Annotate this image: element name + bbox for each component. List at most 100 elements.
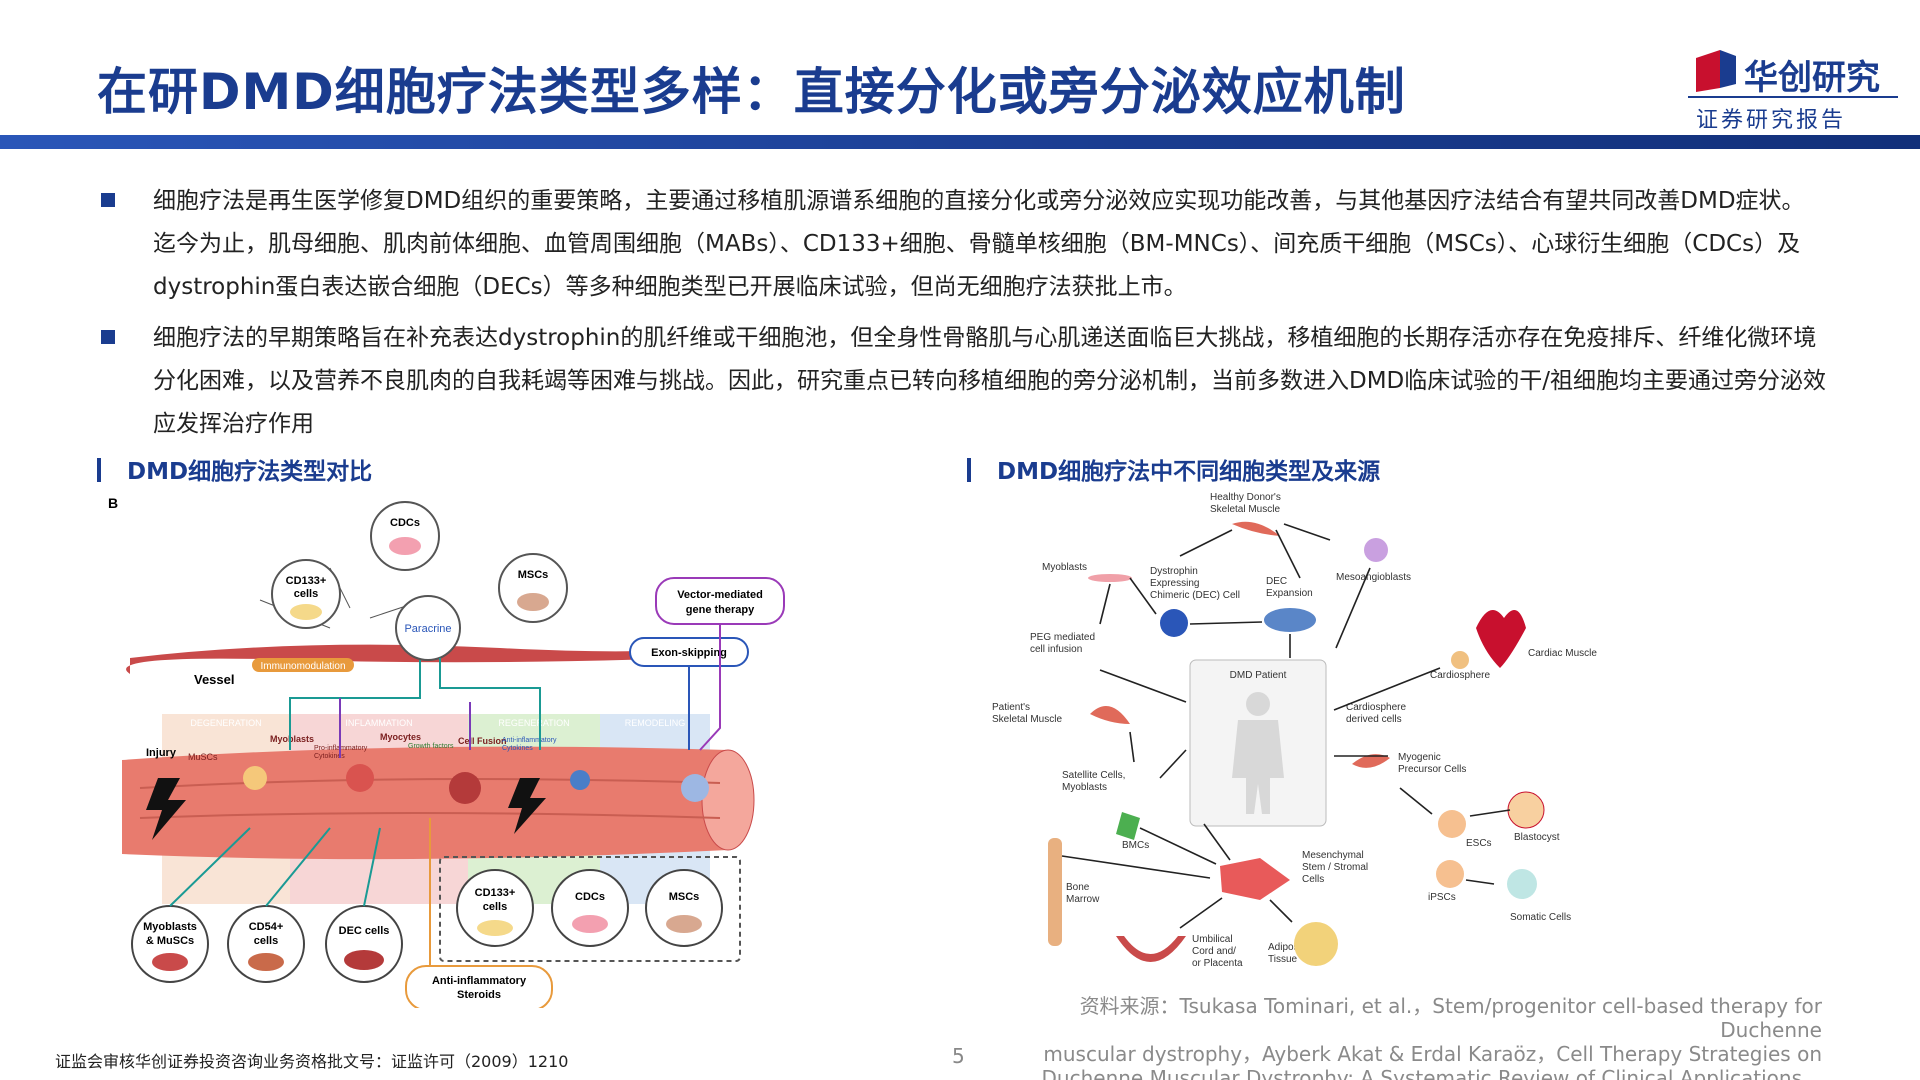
myoblast-icon	[1088, 574, 1132, 582]
page-number: 5	[952, 1044, 965, 1068]
callout-label: Vector-mediated	[677, 589, 763, 601]
fig-label: BMCs	[1122, 840, 1149, 851]
cells-icon	[290, 604, 322, 620]
section-bar-icon	[97, 458, 101, 482]
section-title-left: DMD细胞疗法类型对比	[97, 452, 372, 486]
fig-label: Satellite Cells,	[1062, 770, 1125, 781]
cell-cluster	[570, 770, 590, 790]
fig-label: Healthy Donor's	[1210, 492, 1281, 503]
node-label: Paracrine	[404, 623, 451, 635]
immuno-badge	[252, 658, 354, 672]
fig-label: Myogenic	[1398, 752, 1441, 763]
fig-label: PEG mediated	[1030, 632, 1095, 643]
fig-label: Cardiosphere	[1430, 670, 1490, 681]
fig-label: Tissue	[1268, 954, 1298, 965]
node-label: MSCs	[518, 569, 549, 581]
cardiosphere-icon	[1451, 651, 1469, 669]
node-label: cells	[254, 935, 278, 947]
cell-cluster	[346, 764, 374, 792]
fig-label: Adipose	[1268, 942, 1305, 953]
link-line	[439, 658, 541, 750]
dec-cell-icon	[1160, 609, 1188, 637]
cells-icon	[389, 537, 421, 555]
stage-label: REMODELING	[625, 718, 686, 728]
stage-label: REGENERATION	[498, 718, 569, 728]
growth-label: Growth factors	[408, 743, 454, 750]
fig-label: ESCs	[1466, 838, 1492, 849]
muscle-fiber-end	[701, 749, 755, 851]
antiinf-label: Cytokines	[502, 745, 533, 752]
fusion-label: Cell Fusion	[458, 736, 507, 746]
adipose-icon	[1294, 922, 1338, 966]
license-footer: 证监会审核华创证券投资咨询业务资格批文号：证监许可（2009）1210	[55, 1052, 569, 1071]
myoblasts-label: Myoblasts	[270, 734, 314, 744]
proinf-label: Cytokines	[314, 753, 345, 760]
muscle-icon	[1232, 521, 1280, 536]
immuno-label: Immunomodulation	[260, 661, 345, 672]
node-label: CDCs	[575, 891, 605, 903]
ipsc-icon	[1436, 860, 1464, 888]
fig-label: or Placenta	[1192, 958, 1243, 969]
bullet-text: 细胞疗法是再生医学修复DMD组织的重要策略，主要通过移植肌源谱系细胞的直接分化或…	[153, 188, 1805, 300]
bullet-list: 细胞疗法是再生医学修复DMD组织的重要策略，主要通过移植肌源谱系细胞的直接分化或…	[97, 180, 1827, 454]
brand-logo: 华创研究 证券研究报告	[1688, 46, 1898, 133]
fig-label: Blastocyst	[1514, 832, 1560, 843]
fig-label: Cord and/	[1192, 946, 1236, 957]
patient-body-icon	[1232, 720, 1284, 814]
fig-label: derived cells	[1346, 714, 1402, 725]
fig-label: Mesenchymal	[1302, 850, 1364, 861]
fig-label: Skeletal Muscle	[992, 714, 1062, 725]
logo-mark-icon	[1696, 50, 1736, 92]
blastocyst-icon	[1507, 791, 1545, 829]
link-line	[699, 624, 721, 751]
node-label: & MuSCs	[146, 935, 194, 947]
source-note: 资料来源：Tsukasa Tominari, et al.，Stem/proge…	[1040, 994, 1822, 1080]
fig-label: Precursor Cells	[1398, 764, 1466, 775]
muscs-label: MuSCs	[188, 752, 218, 762]
fig-label: Skeletal Muscle	[1210, 504, 1280, 515]
myocytes-label: Myocytes	[380, 732, 421, 742]
fig-label: Bone	[1066, 882, 1090, 893]
fig-label: Dystrophin	[1150, 566, 1198, 577]
section-title-text: DMD细胞疗法类型对比	[127, 459, 373, 485]
cells-icon	[344, 950, 384, 970]
node-label: CDCs	[390, 517, 420, 529]
cell-types-sources-figure: Healthy Donor's Skeletal Muscle Myoblast…	[992, 492, 1597, 969]
vessel-label: Vessel	[194, 672, 235, 687]
cells-icon	[517, 593, 549, 611]
fig-label: Somatic Cells	[1510, 912, 1571, 923]
section-title-text: DMD细胞疗法中不同细胞类型及来源	[997, 459, 1381, 485]
fiber-stripes	[139, 778, 721, 819]
fig-label: Cardiac Muscle	[1528, 648, 1597, 659]
mesoangioblast-icon	[1364, 538, 1388, 562]
panel-label: B	[108, 495, 118, 511]
petri-dish-icon	[1264, 608, 1316, 632]
callout-label: Anti-inflammatory	[432, 975, 527, 987]
cells-icon	[572, 915, 608, 933]
fig-label: Chimeric (DEC) Cell	[1150, 590, 1240, 601]
cdcs-node	[370, 501, 440, 571]
cell-cluster	[449, 772, 481, 804]
link-line	[289, 660, 421, 750]
muscle-fiber-shape	[122, 746, 728, 860]
node-label: cells	[294, 588, 318, 600]
logo-subtitle: 证券研究报告	[1696, 108, 1847, 133]
link-line	[265, 827, 331, 907]
cell-therapy-comparison-figure: B Vessel Immunomodulation DEGENERATION I…	[108, 495, 785, 1008]
fig-label: Umbilical	[1192, 934, 1233, 945]
link-line	[363, 827, 381, 907]
header-band	[0, 135, 1920, 149]
cell-cluster	[681, 774, 709, 802]
callout-label: gene therapy	[686, 604, 755, 616]
page-title: 在研DMD细胞疗法类型多样：直接分化或旁分泌效应机制	[97, 63, 1406, 121]
fig-label: DEC	[1266, 576, 1287, 587]
vector-gene-therapy-box	[655, 577, 785, 625]
fig-label: Cells	[1302, 874, 1324, 885]
b-cd133-node	[456, 869, 534, 947]
fig-label: Patient's	[992, 702, 1030, 713]
link-line	[169, 827, 251, 907]
cd133-node	[271, 559, 341, 629]
bullet-square-icon	[101, 330, 115, 344]
source-line: muscular dystrophy，Ayberk Akat & Erdal K…	[1043, 1042, 1822, 1066]
stage-label: INFLAMMATION	[345, 718, 412, 728]
